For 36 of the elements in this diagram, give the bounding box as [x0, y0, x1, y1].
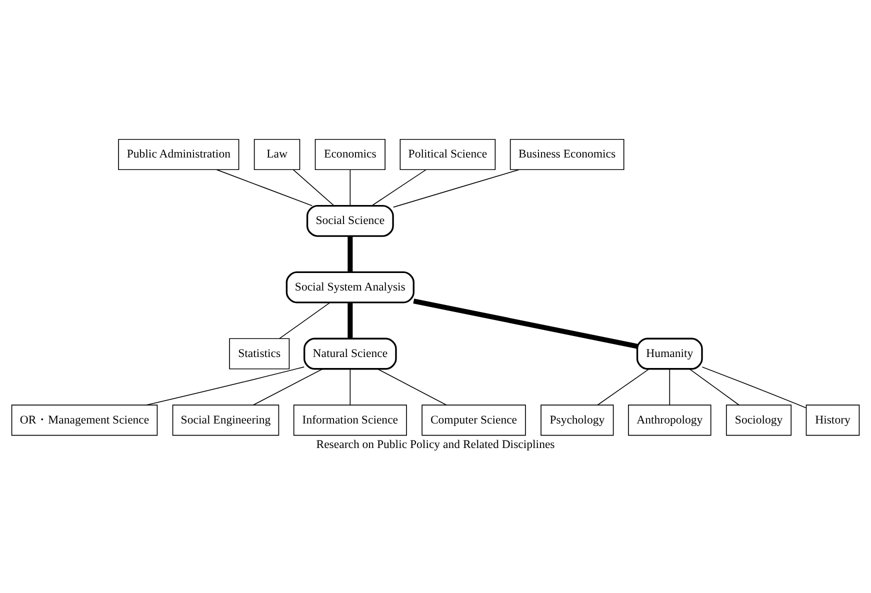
connector	[669, 368, 670, 405]
connector	[377, 368, 447, 405]
node-box: Economics	[314, 138, 386, 170]
node-box: Political Science	[400, 138, 496, 170]
connector	[146, 366, 305, 405]
node-box: Information Science	[293, 404, 407, 436]
node-box: Business Economics	[510, 138, 624, 170]
node-box: Social Science	[306, 204, 394, 236]
connector	[350, 368, 351, 405]
connector	[292, 168, 334, 206]
node-box: Law	[254, 138, 300, 170]
node-box: Statistics	[229, 338, 290, 369]
connector	[392, 168, 520, 208]
connector	[350, 168, 351, 206]
connector	[348, 236, 353, 272]
connector	[279, 302, 330, 338]
node-box: OR・Management Science	[11, 404, 158, 436]
node-box: Anthropology	[628, 404, 712, 436]
caption: Research on Public Policy and Related Disciplines	[316, 438, 555, 451]
connector	[689, 368, 740, 405]
connector	[371, 168, 426, 206]
connector	[413, 298, 638, 348]
node-box: Psychology	[540, 404, 614, 436]
connector	[702, 366, 806, 408]
node-box: Public Administration	[118, 138, 240, 170]
node-box: History	[806, 404, 860, 436]
connector	[348, 302, 353, 338]
node-box: Social System Analysis	[286, 270, 414, 303]
node-box: Computer Science	[422, 404, 526, 436]
node-box: Sociology	[726, 404, 792, 436]
connector	[252, 368, 323, 405]
node-box: Natural Science	[304, 337, 397, 370]
connector	[216, 168, 313, 206]
node-box: Humanity	[636, 337, 703, 370]
node-box: Social Engineering	[172, 404, 280, 436]
connector	[597, 368, 650, 405]
